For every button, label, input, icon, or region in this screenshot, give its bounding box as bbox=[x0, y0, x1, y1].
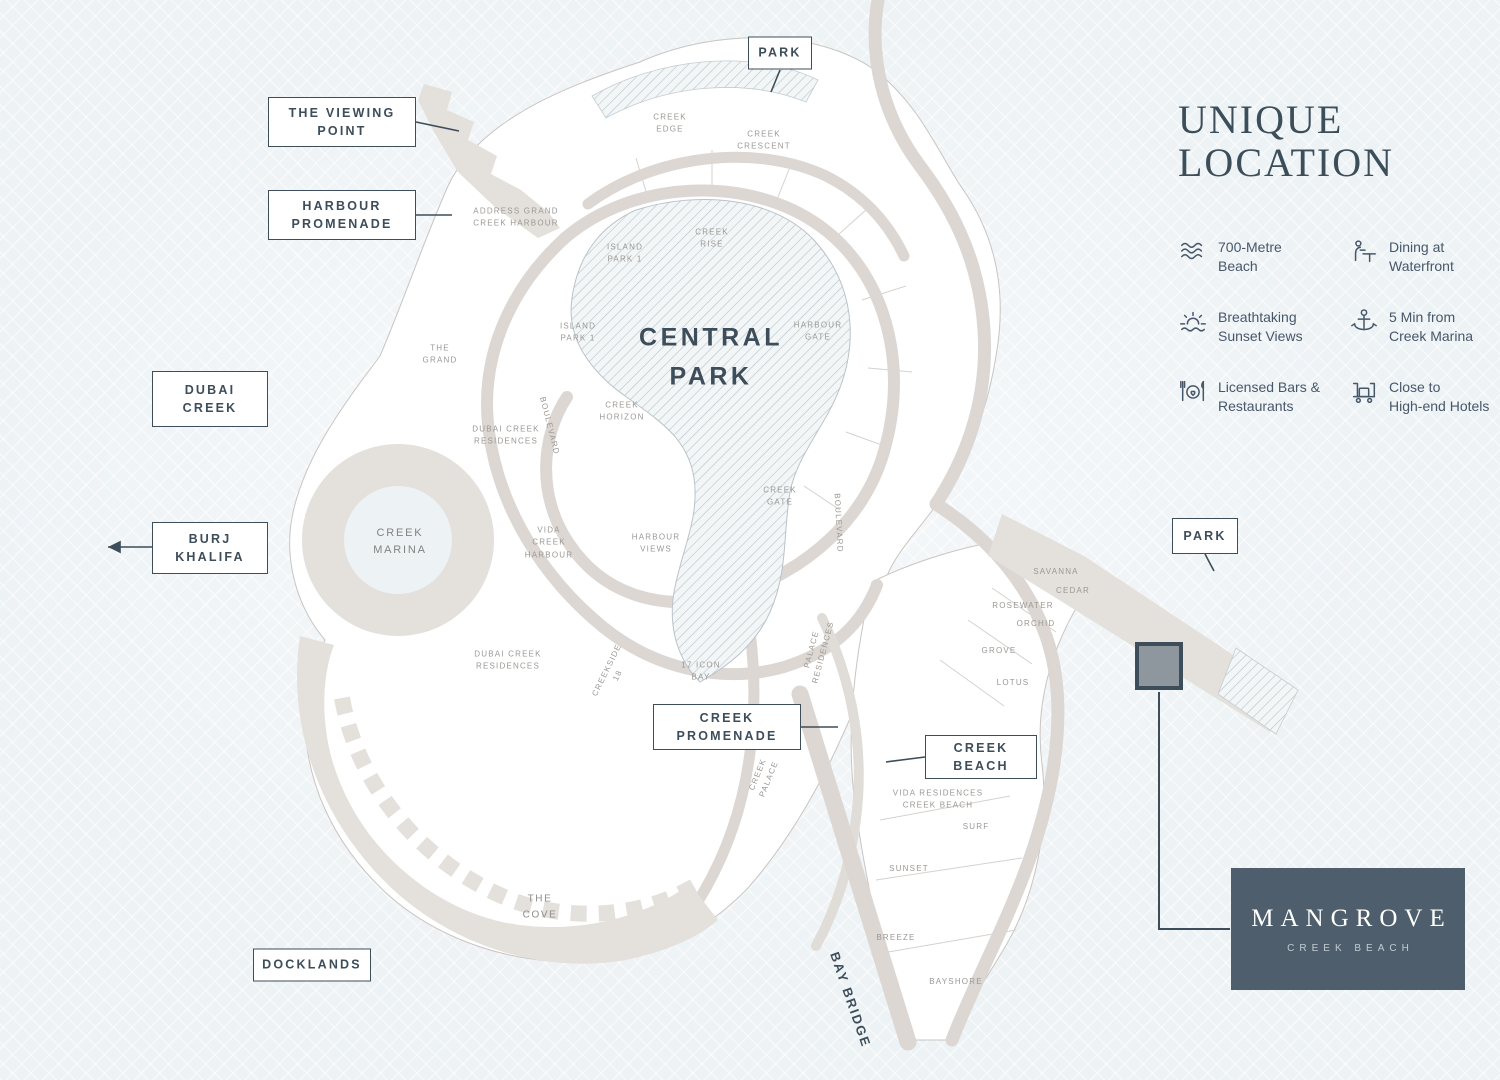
cove-beach bbox=[297, 636, 718, 964]
label-box-park-right: PARK bbox=[1172, 518, 1238, 554]
map-label: BREEZE bbox=[876, 932, 916, 942]
feature-highend-hotels: Close to High-end Hotels bbox=[1349, 376, 1500, 416]
label-box-docklands: DOCKLANDS bbox=[253, 948, 371, 982]
feature-sunset-views: Breathtaking Sunset Views bbox=[1178, 306, 1337, 346]
map-label: ISLAND PARK 1 bbox=[559, 321, 597, 343]
map-label: DUBAI CREEK RESIDENCES bbox=[472, 424, 540, 446]
marina-water bbox=[344, 486, 452, 594]
label-box-harbour-promenade: HARBOUR PROMENADE bbox=[268, 190, 416, 240]
right-park-hatch bbox=[1217, 647, 1299, 735]
map-label: BAYSHORE bbox=[929, 976, 983, 986]
bars-icon bbox=[1178, 376, 1208, 411]
map-label: LOTUS bbox=[996, 677, 1030, 687]
feature-700m-beach: 700-Metre Beach bbox=[1178, 236, 1337, 276]
map-label: SUNSET bbox=[889, 863, 929, 873]
label-box-viewing-point: THE VIEWING POINT bbox=[268, 97, 416, 147]
map-label: GROVE bbox=[981, 645, 1017, 655]
mangrove-card: MANGROVE CREEK BEACH bbox=[1231, 868, 1465, 990]
map-label: CREEK RISE bbox=[695, 227, 729, 249]
map-label: CREEK GATE bbox=[763, 485, 797, 507]
park-strip-right bbox=[988, 514, 1292, 732]
feature-list: 700-Metre Beach Dining at Waterfront Bre… bbox=[1178, 236, 1500, 415]
site-marker bbox=[1135, 642, 1183, 690]
feature-bars-restaurants: Licensed Bars & Restaurants bbox=[1178, 376, 1337, 416]
label-box-park-top: PARK bbox=[748, 36, 812, 70]
map-label: CREEK HORIZON bbox=[599, 400, 645, 422]
cove-castellation bbox=[334, 696, 703, 922]
feature-text: Dining at Waterfront bbox=[1389, 239, 1454, 275]
mangrove-title: MANGROVE bbox=[1251, 904, 1452, 932]
label-box-burj-khalifa: BURJ KHALIFA bbox=[152, 522, 268, 574]
map-label: CENTRAL PARK bbox=[639, 323, 783, 390]
map-label: HARBOUR VIEWS bbox=[631, 532, 681, 554]
map-label: 17 ICON BAY bbox=[681, 660, 721, 682]
waves-icon bbox=[1178, 236, 1208, 271]
sunset-icon bbox=[1178, 306, 1208, 341]
map-label: ADDRESS GRAND CREEK HARBOUR bbox=[473, 206, 559, 228]
hotel-icon bbox=[1349, 376, 1379, 411]
feature-text: Licensed Bars & Restaurants bbox=[1218, 378, 1320, 414]
feature-text: 5 Min from Creek Marina bbox=[1389, 309, 1474, 345]
anchor-icon bbox=[1349, 306, 1379, 341]
map-label: SAVANNA bbox=[1033, 566, 1079, 576]
feature-text: Close to High-end Hotels bbox=[1389, 378, 1490, 414]
map-label: CREEK CRESCENT bbox=[737, 129, 791, 151]
map-label: THE GRAND bbox=[422, 343, 458, 365]
dining-icon bbox=[1349, 236, 1379, 271]
map-label: SURF bbox=[962, 821, 990, 831]
label-connectors bbox=[108, 69, 1230, 930]
harbour-promenade-beach bbox=[418, 84, 560, 238]
label-box-dubai-creek: DUBAI CREEK bbox=[152, 371, 268, 427]
map-label: CREEK EDGE bbox=[653, 112, 687, 134]
map-label: DUBAI CREEK RESIDENCES bbox=[474, 649, 542, 671]
map-label: ORCHID bbox=[1016, 618, 1056, 628]
map-label: THE COVE bbox=[522, 893, 558, 921]
site-connector-line bbox=[1158, 692, 1230, 930]
legend-panel: UNIQUE LOCATION 700-Metre Beach Dining a… bbox=[1178, 98, 1500, 416]
map-label: CREEK MARINA bbox=[373, 526, 427, 556]
map-label: ISLAND PARK 1 bbox=[606, 242, 644, 264]
feature-text: 700-Metre Beach bbox=[1218, 239, 1282, 275]
legend-title: UNIQUE LOCATION bbox=[1178, 97, 1394, 186]
central-park-area bbox=[570, 198, 851, 683]
feature-dining-waterfront: Dining at Waterfront bbox=[1349, 236, 1500, 276]
feature-text: Breathtaking Sunset Views bbox=[1218, 309, 1303, 345]
map-label: VIDA CREEK HARBOUR bbox=[524, 525, 574, 560]
label-box-creek-promenade: CREEK PROMENADE bbox=[653, 704, 801, 750]
map-label: CEDAR bbox=[1055, 585, 1091, 595]
top-park-area bbox=[591, 60, 819, 119]
label-box-creek-beach: CREEK BEACH bbox=[925, 735, 1037, 779]
mangrove-subtitle: CREEK BEACH bbox=[1287, 942, 1414, 954]
map-label: HARBOUR GATE bbox=[793, 320, 843, 342]
feature-creek-marina: 5 Min from Creek Marina bbox=[1349, 306, 1500, 346]
map-label: ROSEWATER bbox=[992, 600, 1054, 610]
map-label: VIDA RESIDENCES CREEK BEACH bbox=[892, 788, 984, 810]
